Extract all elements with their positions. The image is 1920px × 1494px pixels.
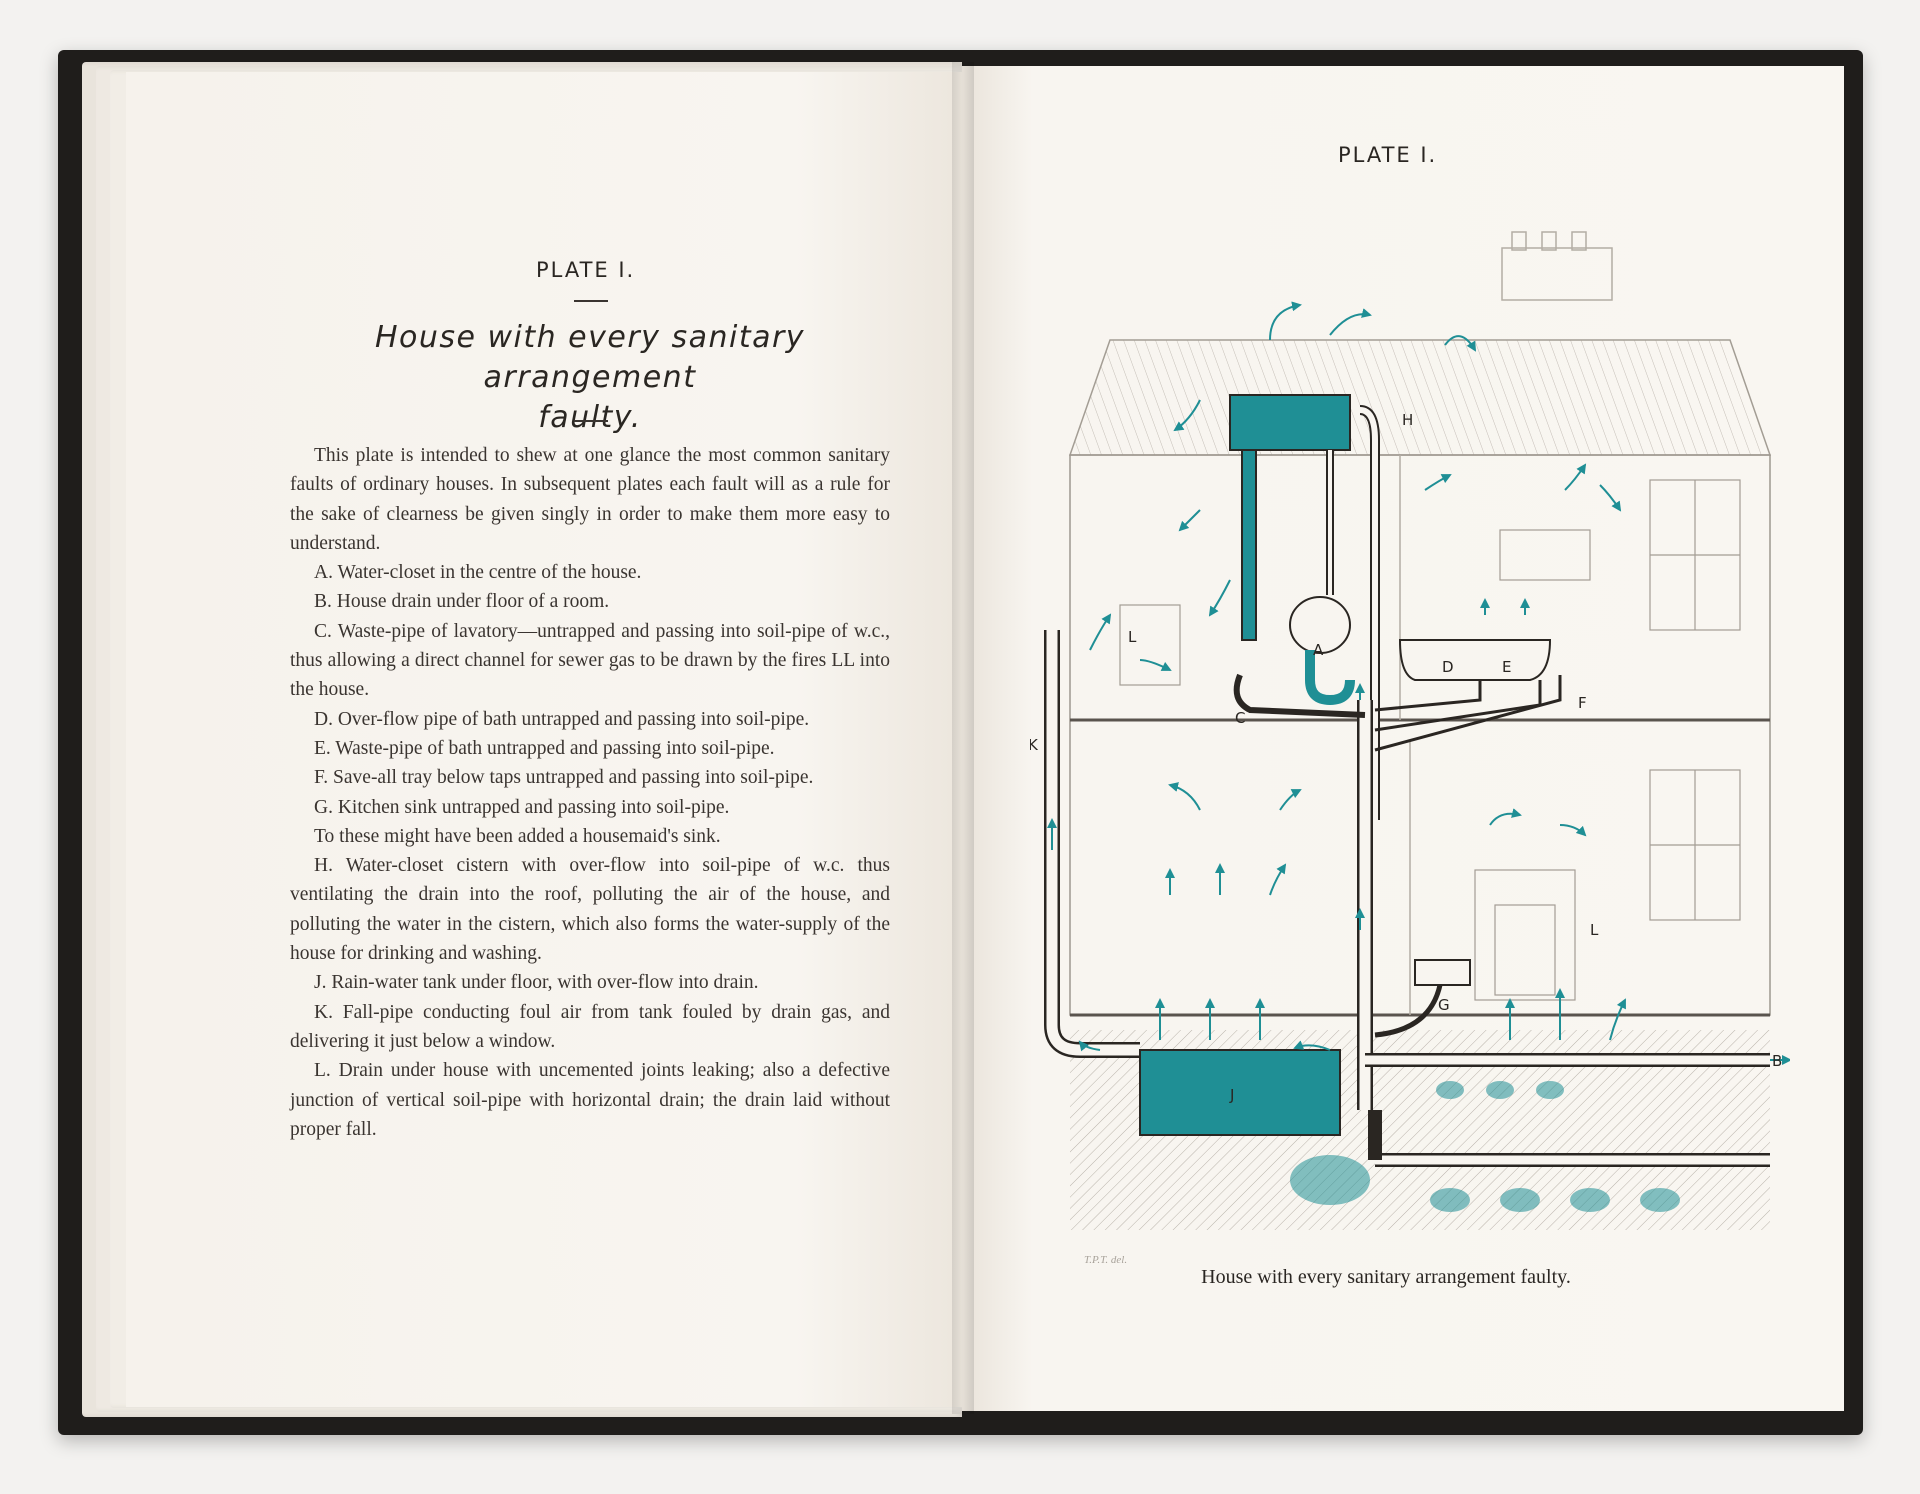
heading-rule (574, 300, 608, 302)
chimney (1501, 231, 1613, 301)
book-gutter (952, 62, 974, 1414)
house-walls (1069, 454, 1771, 1016)
drain-leaks (1290, 1081, 1680, 1212)
fault-item: E. Waste-pipe of bath untrapped and pass… (314, 737, 775, 759)
fault-item: C. Waste-pipe of lavatory—untrapped and … (290, 620, 890, 701)
diagram-label-d: D (1442, 658, 1454, 676)
plate-caption: House with every sanitary arrangement fa… (1201, 1266, 1571, 1288)
diagram-label-j: J (1229, 1086, 1234, 1104)
fireplace (1474, 869, 1576, 1001)
fault-item: F. Save-all tray below taps untrapped an… (314, 767, 814, 789)
fault-item: D. Over-flow pipe of bath untrapped and … (314, 708, 810, 730)
house-sanitation-diagram: A B C D E F G H J K L L (1030, 231, 1790, 1230)
left-plate-heading: PLATE I. (536, 258, 636, 282)
diagram-label-c: C (1235, 709, 1245, 727)
title-line: House with every sanitary arrangement (374, 320, 806, 395)
window (1649, 769, 1741, 921)
water-closet (1289, 596, 1351, 654)
wall-picture (1499, 529, 1591, 581)
rain-water-tank (1139, 1049, 1341, 1136)
diagram-label-l-lower: L (1590, 921, 1599, 939)
intro-paragraph: This plate is intended to shew at one gl… (290, 445, 890, 554)
diagram-label-g: G (1438, 996, 1450, 1014)
title-rule (574, 420, 608, 422)
note-paragraph: To these might have been added a housema… (314, 825, 721, 847)
page-title: House with every sanitary arrangement fa… (270, 318, 910, 438)
roof (1068, 339, 1772, 456)
kitchen-sink (1414, 959, 1471, 986)
fault-item: H. Water-closet cistern with over-flow i… (290, 855, 890, 965)
title-line: faulty. (538, 400, 642, 435)
fall-pipe (1044, 630, 1140, 1058)
fault-item: A. Water-closet in the centre of the hou… (314, 562, 642, 584)
diagram-label-e: E (1502, 658, 1511, 676)
fault-item: G. Kitchen sink untrapped and passing in… (314, 796, 730, 818)
diagram-label-k: K (1030, 736, 1039, 754)
diagram-label-f: F (1578, 694, 1587, 712)
cistern (1229, 394, 1351, 451)
diagram-label-l-upper: L (1128, 628, 1137, 646)
bath (1398, 639, 1552, 681)
fault-item: L. Drain under house with uncemented joi… (290, 1060, 890, 1140)
fireplace (1119, 604, 1181, 686)
airflow-arrows (1047, 301, 1790, 1065)
fault-item: K. Fall-pipe conducting foul air from ta… (290, 1001, 890, 1052)
artist-mark: T.P.T. del. (1084, 1254, 1128, 1266)
fault-item: J. Rain-water tank under floor, with ove… (314, 972, 759, 994)
diagram-label-h: H (1402, 411, 1413, 429)
window (1649, 479, 1741, 631)
right-plate-heading: PLATE I. (1338, 143, 1438, 167)
diagram-label-b: B (1772, 1052, 1782, 1070)
plate-description: This plate is intended to shew at one gl… (290, 441, 890, 1144)
diagram-label-a: A (1313, 641, 1324, 659)
fault-item: B. House drain under floor of a room. (314, 591, 610, 613)
left-page[interactable] (126, 72, 962, 1407)
